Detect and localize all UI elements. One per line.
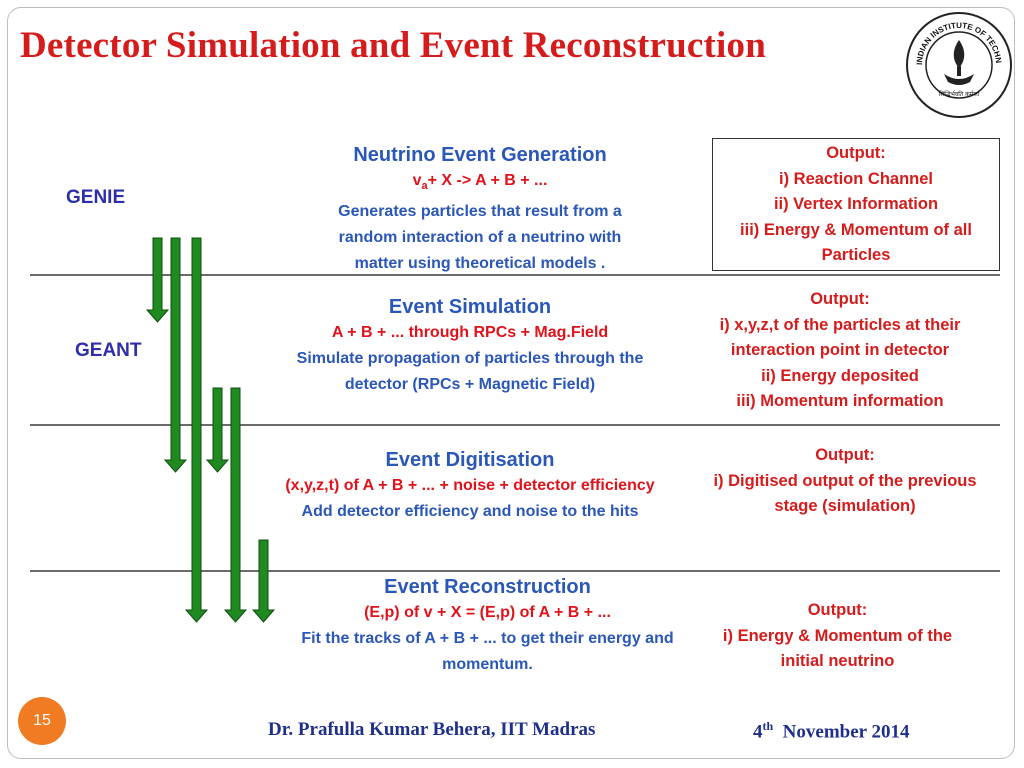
stage-heading: Event Reconstruction	[384, 576, 591, 598]
genie-label: GENIE	[66, 187, 126, 208]
stage-event-digitisation: Event Digitisation (x,y,z,t) of A + B + …	[250, 447, 690, 525]
geant-label: GEANT	[75, 340, 142, 361]
stage-description: Generates particles that result from a	[338, 203, 622, 221]
output-line: i) Reaction Channel	[778, 169, 934, 188]
arrow-down	[163, 237, 188, 473]
stage-event-generation: Neutrino Event Generation va+ X -> A + B…	[300, 142, 660, 277]
stage-heading: Event Simulation	[388, 296, 552, 318]
output-simulation: Output: i) x,y,z,t of the particles at t…	[690, 287, 990, 415]
output-line: i) x,y,z,t of the particles at their	[719, 315, 961, 334]
output-line: initial neutrino	[780, 652, 895, 670]
output-line: i) Energy & Momentum of the	[722, 626, 953, 645]
output-reconstruction: Output: i) Energy & Momentum of the init…	[700, 598, 975, 675]
section-divider	[30, 424, 1000, 426]
arrow-down	[184, 237, 209, 623]
section-divider	[30, 274, 1000, 276]
output-line: Particles	[821, 246, 891, 264]
stage-heading: Neutrino Event Generation	[353, 144, 607, 166]
arrow-down	[251, 539, 276, 623]
arrow-down	[223, 387, 248, 623]
stage-description: detector (RPCs + Magnetic Field)	[344, 376, 596, 393]
output-label: Output:	[815, 446, 875, 464]
output-line: stage (simulation)	[774, 497, 916, 515]
output-digitisation: Output: i) Digitised output of the previ…	[692, 443, 998, 520]
output-line: iii) Energy & Momentum of all	[740, 220, 972, 239]
iit-madras-logo: INDIAN INSTITUTE OF TECHNOLOGY MADRAS सि…	[904, 10, 1012, 118]
arrow-down	[145, 237, 170, 323]
svg-text:सिद्धिर्भवति कर्मजा: सिद्धिर्भवति कर्मजा	[939, 90, 980, 98]
footer-author: Dr. Prafulla Kumar Behera, IIT Madras	[268, 719, 596, 740]
stage-description: random interaction of a neutrino with	[338, 229, 622, 247]
output-line: iii) Momentum information	[736, 392, 944, 410]
output-line: ii) Vertex Information	[773, 195, 939, 213]
slide-frame	[7, 7, 1015, 759]
slide-title: Detector Simulation and Event Reconstruc…	[20, 25, 767, 66]
footer-date: 4th November 2014	[753, 719, 910, 743]
output-line: i) Digitised output of the previous	[713, 471, 977, 490]
stage-description: momentum.	[442, 656, 533, 673]
stage-formula: A + B + ... through RPCs + Mag.Field	[331, 324, 609, 341]
output-label: Output:	[807, 601, 868, 619]
output-label: Output:	[810, 290, 870, 308]
stage-formula: (E,p) of v + X = (E,p) of A + B + ...	[364, 604, 611, 621]
stage-formula: (x,y,z,t) of A + B + ... + noise + detec…	[285, 477, 655, 494]
stage-description: Fit the tracks of A + B + ... to get the…	[301, 630, 674, 647]
arrow-down	[205, 387, 230, 473]
page-number-badge: 15	[18, 697, 66, 745]
stage-heading: Event Digitisation	[385, 449, 555, 471]
stage-description: Add detector efficiency and noise to the…	[301, 503, 639, 520]
stage-event-reconstruction: Event Reconstruction (E,p) of v + X = (E…	[265, 574, 710, 678]
output-line: interaction point in detector	[730, 341, 950, 359]
section-divider	[30, 570, 1000, 572]
stage-description: matter using theoretical models .	[354, 255, 606, 273]
stage-description: Simulate propagation of particles throug…	[296, 350, 644, 367]
output-box-generation: Output: i) Reaction Channel ii) Vertex I…	[712, 138, 1000, 271]
stage-event-simulation: Event Simulation A + B + ... through RPC…	[260, 294, 680, 398]
stage-formula: va+ X -> A + B + ...	[412, 172, 548, 193]
output-line: ii) Energy deposited	[761, 366, 919, 385]
output-label: Output:	[826, 144, 886, 162]
